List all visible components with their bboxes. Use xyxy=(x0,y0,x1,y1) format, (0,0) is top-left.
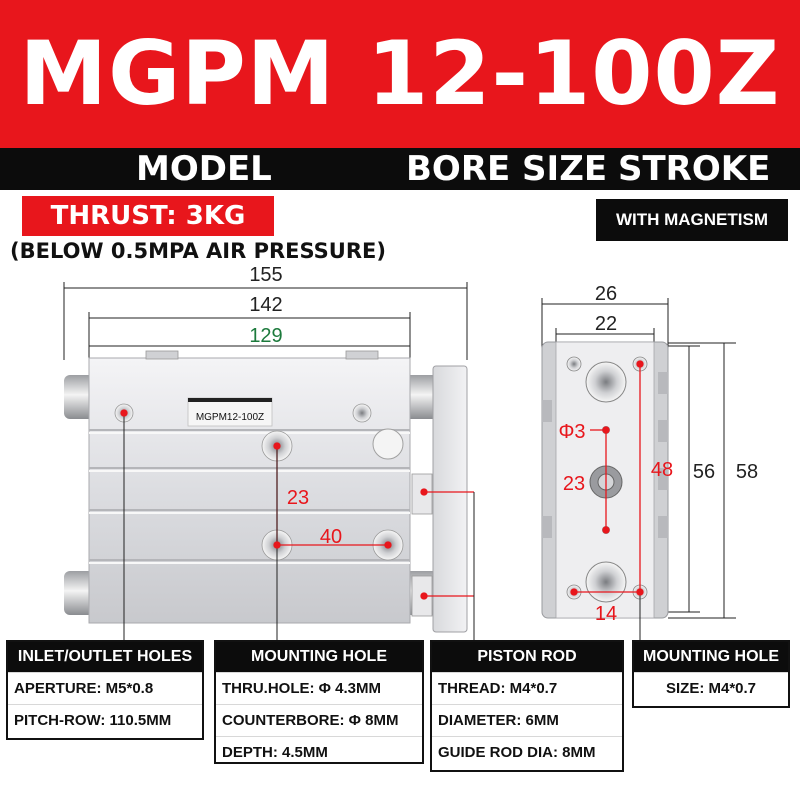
inlet-outlet-title: INLET/OUTLET HOLES xyxy=(8,642,202,672)
stroke-label: STROKE xyxy=(618,149,771,189)
product-title: MGPM 12-100Z xyxy=(19,22,781,125)
dim-hole-dia: Φ3 xyxy=(558,421,585,443)
mounting-hole-box: MOUNTING HOLE THRU.HOLE: Φ 4.3MM COUNTER… xyxy=(214,640,424,764)
model-strip: MODEL BORE SIZE STROKE xyxy=(0,148,800,190)
magnetism-badge: WITH MAGNETISM xyxy=(596,199,788,241)
inlet-pitch-row: PITCH-ROW: 110.5MM xyxy=(8,704,202,736)
mounting-hole-size: SIZE: M4*0.7 xyxy=(634,672,788,704)
dim-body: 142 xyxy=(249,294,282,316)
thrust-badge: THRUST: 3KG xyxy=(22,196,274,236)
piston-guide-rod: GUIDE ROD DIA: 8MM xyxy=(432,736,622,768)
bore-size-label: BORE SIZE xyxy=(406,149,608,189)
end-plate xyxy=(432,365,468,633)
guide-rod-bottom xyxy=(64,571,94,615)
model-label: MODEL xyxy=(136,149,272,189)
mounting-counterbore: COUNTERBORE: Φ 8MM xyxy=(216,704,422,736)
dim-mount-pitch: 40 xyxy=(320,526,342,548)
inlet-aperture: APERTURE: M5*0.8 xyxy=(8,672,202,704)
dim-rail: 129 xyxy=(249,325,282,347)
dim-side-inner: 22 xyxy=(595,313,617,335)
side-guide-hole-top xyxy=(585,361,627,403)
piston-rod-box: PISTON ROD THREAD: M4*0.7 DIAMETER: 6MM … xyxy=(430,640,624,772)
piston-rod-title: PISTON ROD xyxy=(432,642,622,672)
mounting-hole-size-title: MOUNTING HOLE xyxy=(634,642,788,672)
dim-overall: 155 xyxy=(249,264,282,286)
dim-side-width: 26 xyxy=(595,283,617,305)
dim-height-b: 58 xyxy=(736,461,758,483)
product-label: MGPM12-100Z xyxy=(196,412,264,423)
dim-hole-pitch: 48 xyxy=(651,459,673,481)
dim-height-a: 56 xyxy=(693,461,715,483)
dim-rod-offset: 23 xyxy=(287,487,309,509)
mounting-depth: DEPTH: 4.5MM xyxy=(216,736,422,768)
outlet-port xyxy=(352,403,372,423)
side-guide-hole-bottom xyxy=(585,561,627,603)
dimension-lines xyxy=(63,282,468,360)
mounting-thru-hole: THRU.HOLE: Φ 4.3MM xyxy=(216,672,422,704)
dim-bottom: 14 xyxy=(595,603,617,625)
piston-thread: THREAD: M4*0.7 xyxy=(432,672,622,704)
guide-rod-top xyxy=(64,375,94,419)
piston-diameter: DIAMETER: 6MM xyxy=(432,704,622,736)
dim-center: 23 xyxy=(563,473,585,495)
title-banner: MGPM 12-100Z xyxy=(0,0,800,148)
mounting-hole-size-box: MOUNTING HOLE SIZE: M4*0.7 xyxy=(632,640,790,708)
inlet-outlet-box: INLET/OUTLET HOLES APERTURE: M5*0.8 PITC… xyxy=(6,640,204,740)
mounting-hole-title: MOUNTING HOLE xyxy=(216,642,422,672)
pressure-note: (BELOW 0.5MPA AIR PRESSURE) xyxy=(10,239,386,263)
